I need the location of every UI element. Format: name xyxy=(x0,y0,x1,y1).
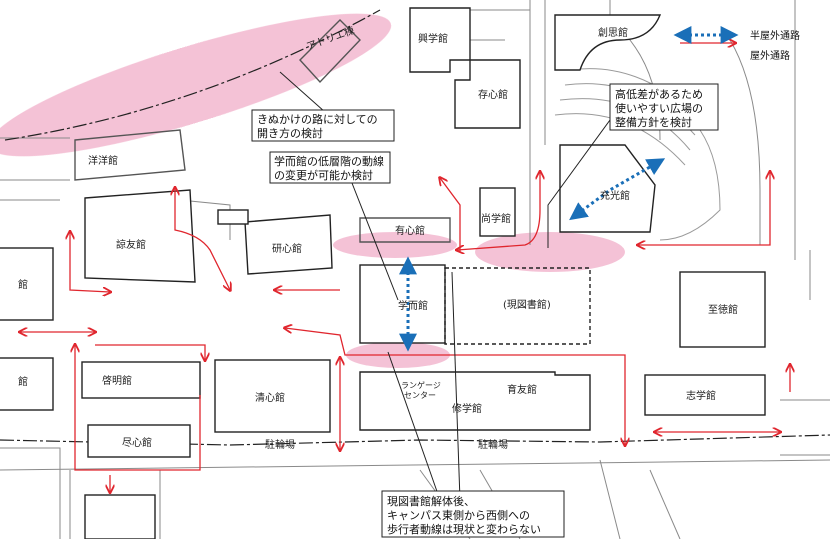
note-plaza-line1: 高低差があるため xyxy=(615,87,703,101)
label-genzu: (現図書館) xyxy=(503,298,551,311)
note-kinukake-line2: 開き方の検討 xyxy=(257,126,323,140)
building-jinshin xyxy=(87,424,191,458)
label-yoyo: 洋洋館 xyxy=(88,154,118,167)
building-atelier xyxy=(299,19,361,84)
highlight-areas xyxy=(0,13,625,368)
building-left-bottom xyxy=(0,357,54,411)
label-parking-2: 駐輪場 xyxy=(478,438,508,451)
outdoor-paths xyxy=(20,43,790,492)
building-ryoyu xyxy=(84,189,196,283)
outdoor-path xyxy=(440,178,461,252)
building-shigaku xyxy=(644,374,766,416)
building-keimei xyxy=(81,361,201,399)
note-gakuji-line1: 学而館の低層階の動線 xyxy=(274,154,384,168)
legend-semi-outdoor-label: 半屋外通路 xyxy=(750,29,800,42)
building-koko xyxy=(679,271,766,348)
label-koko: 至徳館 xyxy=(708,303,738,316)
building-misc-1 xyxy=(217,209,249,225)
outdoor-path xyxy=(75,345,201,471)
highlight-kinukake-road xyxy=(0,13,392,157)
outdoor-path xyxy=(70,232,110,292)
highlight-plaza xyxy=(475,232,625,272)
building-genzu xyxy=(444,267,591,345)
building-shien xyxy=(559,144,656,233)
label-language-center-line2: センター xyxy=(404,391,436,400)
building-yoyo xyxy=(74,129,186,181)
building-yushin xyxy=(359,217,451,243)
note-library-line1: 現図書館解体後、 xyxy=(387,494,475,508)
note-plaza-box xyxy=(609,83,719,131)
note-plaza-line3: 整備方針を検討 xyxy=(615,115,692,129)
label-jinshin: 尽心館 xyxy=(122,436,152,449)
highlight-gakuji-north xyxy=(333,232,457,258)
note-plaza-line2: 使いやすい広場の xyxy=(615,102,703,115)
legend-outdoor-label: 屋外通路 xyxy=(750,49,790,62)
building-zonshin xyxy=(454,59,521,129)
note-kinukake-line1: きぬかけの路に対しての xyxy=(257,112,378,126)
building-kenshin xyxy=(244,214,333,275)
semi-outdoor-paths xyxy=(399,26,739,352)
label-shigaku: 志学館 xyxy=(686,389,716,402)
label-left-top: 館 xyxy=(18,278,28,291)
label-shugaku: 修学館 xyxy=(452,402,482,415)
callout-leaders xyxy=(279,71,611,501)
label-left-bottom: 館 xyxy=(18,375,28,388)
outdoor-path xyxy=(95,344,205,360)
label-zonshin: 存心館 xyxy=(478,88,508,101)
label-seishin: 清心館 xyxy=(255,391,285,404)
label-kenshin: 研心館 xyxy=(272,242,302,255)
label-ikuyu: 育友館 xyxy=(507,383,537,396)
label-language-center: ランゲージ センター xyxy=(401,380,443,400)
label-soshi: 創思館 xyxy=(598,26,628,39)
building-kogaku xyxy=(409,7,471,73)
label-keimei: 啓明館 xyxy=(102,374,132,387)
label-kogaku: 興学館 xyxy=(418,32,448,45)
label-parking-1: 駐輪場 xyxy=(265,438,295,451)
note-library-line3: 歩行者動線は現状と変わらない xyxy=(387,522,541,536)
outdoor-path xyxy=(638,172,770,245)
building-shogaku xyxy=(479,187,516,237)
label-shien: 充光館 xyxy=(600,189,630,202)
callout-boxes xyxy=(251,83,719,538)
note-kinukake-box xyxy=(251,109,395,142)
note-library-box xyxy=(381,490,565,538)
note-gakuji-line2: の変更が可能か検討 xyxy=(274,168,373,182)
building-shugaku xyxy=(359,371,591,431)
outdoor-path xyxy=(457,172,540,250)
legend: 半屋外通路 屋外通路 xyxy=(750,29,800,62)
note-library-line2: キャンパス東側から西側への xyxy=(387,509,530,522)
callout-texts: きぬかけの路に対しての 開き方の検討 学而館の低層階の動線 の変更が可能か検討 … xyxy=(257,87,703,536)
label-shogaku: 尚学館 xyxy=(481,212,511,225)
building-bottom-left xyxy=(84,494,156,539)
label-gakuji: 学而館 xyxy=(398,299,428,312)
building-left-top xyxy=(0,247,54,321)
label-yushin: 有心館 xyxy=(395,224,425,237)
outdoor-path xyxy=(285,328,625,445)
outdoor-path xyxy=(175,188,230,290)
building-soshi xyxy=(554,14,662,71)
note-gakuji-box xyxy=(269,151,391,184)
label-ryoyu: 諒友館 xyxy=(116,238,146,251)
